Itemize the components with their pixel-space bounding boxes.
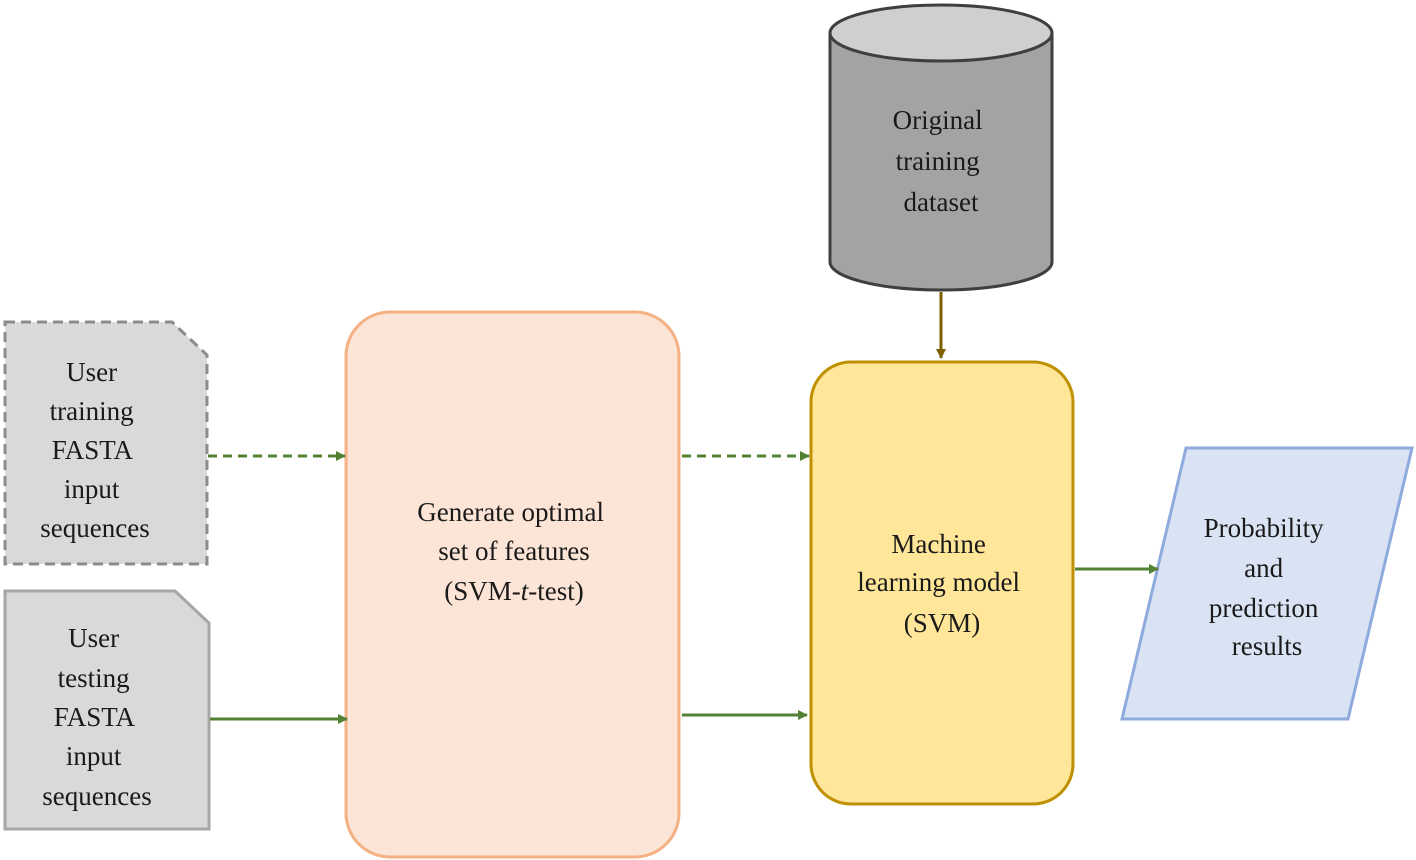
user-testing-input-node: User testing FASTA input sequences bbox=[3, 589, 211, 831]
user-training-label-line: User bbox=[66, 357, 117, 387]
database-cylinder-top bbox=[828, 3, 1054, 63]
svg-text:Machine learning model: Machine learning model (SVM) bbox=[857, 529, 1026, 638]
svg-text:Probability and pr: Probability and prediction results bbox=[1204, 513, 1331, 661]
results-label-line: prediction bbox=[1209, 593, 1319, 623]
user-training-label-line: input bbox=[64, 474, 120, 504]
database-cylinder-icon bbox=[828, 33, 1054, 292]
user-training-label-line: training bbox=[50, 396, 134, 426]
original-training-dataset-node: Original training dataset bbox=[828, 3, 1054, 292]
feature-generation-box bbox=[344, 310, 681, 859]
method-suffix: -test) bbox=[528, 576, 583, 606]
prediction-results-node: Probability and prediction results bbox=[1120, 446, 1414, 721]
feature-generation-label-line: set of features bbox=[438, 536, 589, 566]
user-testing-label-line: sequences bbox=[42, 781, 151, 811]
feature-generation-method-label: (SVM-t-test) bbox=[444, 576, 584, 606]
ml-model-label-line: (SVM) bbox=[904, 608, 981, 638]
svg-text:Generate optimal set of: Generate optimal set of features bbox=[417, 497, 610, 566]
ml-model-label-line: learning model bbox=[857, 567, 1020, 597]
feature-generation-label-line: Generate optimal bbox=[417, 497, 604, 527]
user-training-input-node: User training FASTA input sequences bbox=[3, 320, 209, 566]
user-testing-label-line: FASTA bbox=[54, 702, 136, 732]
dataset-label-line: Original bbox=[893, 105, 983, 135]
dataset-label-line: dataset bbox=[904, 187, 979, 217]
machine-learning-model-node: Machine learning model (SVM) bbox=[809, 360, 1075, 806]
user-training-label-line: sequences bbox=[40, 513, 149, 543]
method-prefix: (SVM- bbox=[444, 576, 521, 606]
results-label-line: and bbox=[1244, 553, 1283, 583]
results-label-line: Probability bbox=[1204, 513, 1324, 543]
document-icon bbox=[3, 589, 211, 831]
document-icon bbox=[3, 320, 209, 566]
svg-text:User training FAST: User training FASTA input sequences bbox=[40, 357, 149, 543]
user-testing-label-line: input bbox=[66, 741, 122, 771]
svg-text:User testing FASTA: User testing FASTA input sequences bbox=[42, 623, 151, 811]
machine-learning-model-box bbox=[809, 360, 1075, 806]
method-italic-t: t bbox=[521, 576, 530, 606]
dataset-label-line: training bbox=[896, 146, 980, 176]
user-training-label-line: FASTA bbox=[52, 435, 134, 465]
output-parallelogram bbox=[1120, 446, 1414, 721]
feature-generation-node: Generate optimal set of features (SVM-t-… bbox=[344, 310, 681, 859]
results-label-line: results bbox=[1232, 631, 1303, 661]
user-testing-label-line: User bbox=[68, 623, 119, 653]
svg-text:Original training: Original training dataset bbox=[893, 105, 990, 217]
user-testing-label-line: testing bbox=[58, 663, 130, 693]
ml-model-label-line: Machine bbox=[891, 529, 985, 559]
